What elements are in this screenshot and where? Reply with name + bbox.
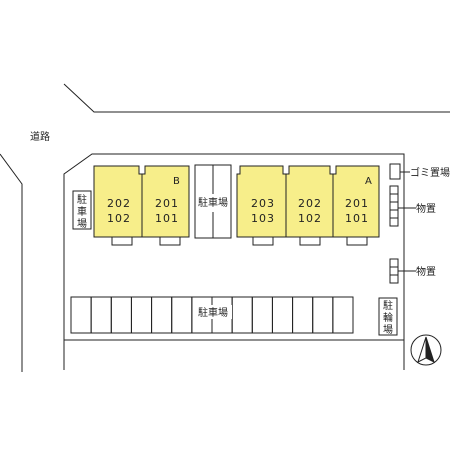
building-b-unit-2-bottom: 101 <box>155 212 179 225</box>
building-b-unit-1-bottom: 102 <box>107 212 131 225</box>
garbage-label: ゴミ置場 <box>410 166 450 179</box>
parking-stall <box>90 296 112 334</box>
parking-stall <box>312 296 334 334</box>
parking-center-label: 駐車場 <box>198 196 228 209</box>
parking-stall <box>251 296 273 334</box>
parking-bottom <box>70 296 354 334</box>
parking-center-label-bg <box>197 195 229 209</box>
building-a-unit-2-bottom: 102 <box>298 212 322 225</box>
bicycle-parking <box>378 297 398 336</box>
building-b: B 202 102 201 101 <box>93 165 190 246</box>
svg-text:駐: 駐 <box>77 193 87 206</box>
building-a-unit-3 <box>332 165 380 238</box>
building-b-unit-2-top: 201 <box>155 197 179 210</box>
site-boundary <box>63 153 405 370</box>
parking-side <box>72 190 92 230</box>
north-arrow-icon <box>410 334 442 366</box>
building-b-step-2 <box>159 236 181 246</box>
svg-text:車: 車 <box>77 205 87 218</box>
garbage-area <box>389 163 401 180</box>
building-a-step-1 <box>252 236 274 246</box>
building-a-step-3 <box>346 236 368 246</box>
building-b-unit-1-top: 202 <box>107 197 131 210</box>
building-a-unit-1-bottom: 103 <box>251 212 275 225</box>
parking-stall <box>231 296 253 334</box>
bicycle-parking-label: 駐 輪 場 <box>383 299 393 336</box>
building-b-unit-2 <box>141 165 190 238</box>
parking-stall <box>70 296 92 334</box>
building-a-unit-3-top: 201 <box>345 197 369 210</box>
building-a-letter: A <box>365 176 372 187</box>
storage-upper <box>389 185 416 227</box>
road-edges <box>0 83 450 372</box>
parking-stall <box>130 296 153 334</box>
storage-upper-label: 物置 <box>416 202 436 215</box>
parking-stall <box>171 296 193 334</box>
building-a-unit-1-top: 203 <box>251 197 275 210</box>
parking-stall <box>271 296 294 334</box>
building-a-unit-2-top: 202 <box>298 197 322 210</box>
parking-stall <box>292 296 314 334</box>
parking-stall <box>332 296 354 334</box>
svg-text:駐: 駐 <box>383 299 393 312</box>
parking-stall <box>151 296 173 334</box>
svg-text:場: 場 <box>383 323 393 336</box>
storage-lower-label: 物置 <box>416 265 436 278</box>
parking-bottom-label-bg <box>196 305 232 319</box>
svg-text:場: 場 <box>77 217 87 230</box>
road-label: 道路 <box>30 130 50 143</box>
building-a-unit-3-bottom: 101 <box>345 212 369 225</box>
parking-side-label: 駐 車 場 <box>77 193 87 230</box>
parking-bottom-label: 駐車場 <box>198 306 228 319</box>
building-a-step-2 <box>299 236 321 246</box>
parking-stall <box>110 296 132 334</box>
storage-lower <box>389 258 416 284</box>
building-b-step-1 <box>111 236 133 246</box>
parking-center <box>194 164 232 239</box>
svg-text:輪: 輪 <box>383 311 393 324</box>
building-a: A 203 103 202 102 201 101 <box>236 165 380 246</box>
building-b-letter: B <box>173 176 180 187</box>
